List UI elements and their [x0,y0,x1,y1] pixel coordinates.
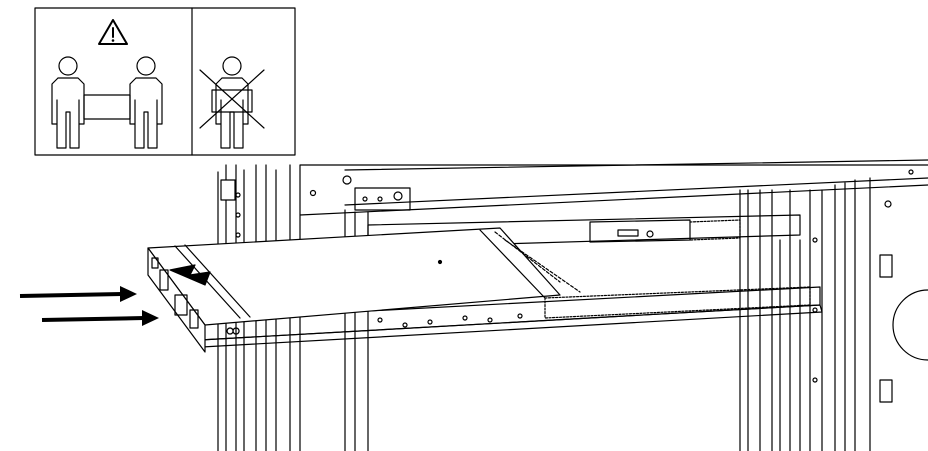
warning-panel [34,7,296,156]
server-logo [169,264,211,286]
arrow-right-icon [19,286,137,302]
server-chassis [147,227,581,353]
two-person-lift-icon [51,56,163,149]
no-single-person-lift-icon [199,56,265,149]
warning-triangle-icon [98,19,128,45]
arrow-right-icon [41,310,159,326]
push-arrows [19,286,159,326]
